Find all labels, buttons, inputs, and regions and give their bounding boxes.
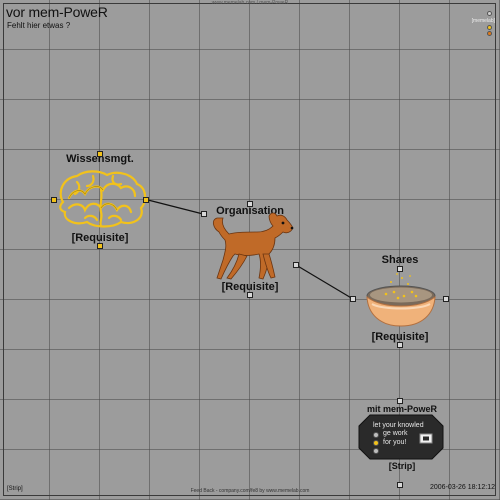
requisite-wissensmgt[interactable]: [Requisite] xyxy=(71,232,129,244)
bowl-handle-top[interactable] xyxy=(397,266,403,272)
player-line-3: for you! xyxy=(383,439,407,446)
footer-strip-label[interactable]: [Strip] xyxy=(7,486,23,492)
player-strip-label[interactable]: [Strip] xyxy=(388,461,416,471)
brain-handle-bottom[interactable] xyxy=(97,243,103,249)
page-subtitle: Fehlt hier etwas ? xyxy=(7,21,71,30)
requisite-shares[interactable]: [Requisite] xyxy=(371,331,429,343)
player-title[interactable]: mit mem-PoweR xyxy=(366,404,437,414)
connector-brain-dog xyxy=(147,199,204,215)
footer-handle[interactable] xyxy=(397,482,403,488)
bowl-handle-right[interactable] xyxy=(443,296,449,302)
brand-dot-grey[interactable] xyxy=(487,11,492,16)
requisite-organisation[interactable]: [Requisite] xyxy=(221,281,279,293)
bowl-handle-left[interactable] xyxy=(350,296,356,302)
dog-handle-top[interactable] xyxy=(247,201,253,207)
player-line-2: ge work xyxy=(383,430,408,437)
dog-handle-right[interactable] xyxy=(293,262,299,268)
bowl-handle-bottom[interactable] xyxy=(397,342,403,348)
player-line-1: let your knowled xyxy=(373,422,424,429)
player-body[interactable] xyxy=(358,414,444,460)
brain-handle-left[interactable] xyxy=(51,197,57,203)
top-caption: www.memelab.com / mem-PoweR xyxy=(211,0,289,6)
bowl-icon[interactable] xyxy=(364,270,439,332)
player-dot-grey[interactable] xyxy=(373,432,379,438)
page-title: vor mem-PoweR xyxy=(6,4,108,20)
footer-timestamp: 2006-03-26 18:12:12 xyxy=(430,484,495,491)
dog-icon[interactable] xyxy=(203,210,298,285)
brain-handle-right[interactable] xyxy=(143,197,149,203)
node-label-organisation[interactable]: Organisation xyxy=(216,205,284,217)
player-handle-top[interactable] xyxy=(397,398,403,404)
player-dot-yellow[interactable] xyxy=(373,440,379,446)
brand-label[interactable]: [memelab] xyxy=(471,18,495,24)
dog-handle-left[interactable] xyxy=(201,211,207,217)
node-label-shares[interactable]: Shares xyxy=(381,254,419,266)
footer-credits[interactable]: Feed Back - company.com/fe8 by www.memel… xyxy=(190,488,310,494)
connector-dog-bowl xyxy=(295,264,354,300)
brand-dot-yellow[interactable] xyxy=(487,25,492,30)
brain-icon[interactable] xyxy=(55,168,150,230)
dog-handle-bottom[interactable] xyxy=(247,292,253,298)
player-dot-grey-2[interactable] xyxy=(373,448,379,454)
brand-dot-orange[interactable] xyxy=(487,31,492,36)
node-label-wissensmgt[interactable]: Wissensmgt. xyxy=(66,153,134,165)
brain-handle-top[interactable] xyxy=(97,151,103,157)
